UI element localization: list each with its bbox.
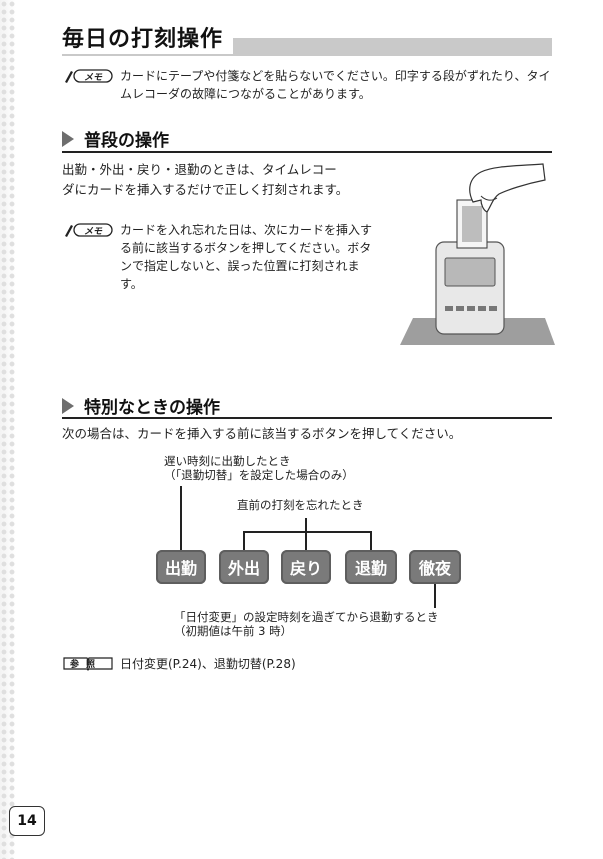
callout-forgot-punch: 直前の打刻を忘れたとき [237,498,364,512]
button-diagram: 遅い時刻に出勤したとき （「退勤切替」を設定した場合のみ） 直前の打刻を忘れたと… [150,448,480,648]
callout-late-arrival: 遅い時刻に出勤したとき （「退勤切替」を設定した場合のみ） [164,454,354,482]
section-normal-rule [62,151,552,153]
side-decoration [0,0,16,859]
triangle-bullet-icon [62,130,74,147]
reference-note: 日付変更(P.24)、退勤切替(P.28) [62,655,296,672]
button-return: 戻り [281,550,331,584]
memo-icon: メモ [65,69,113,83]
time-recorder-illustration [400,163,555,345]
connector-line [434,584,436,608]
section-normal-heading: 普段の操作 [62,126,169,151]
connector-line [370,531,372,550]
callout-overnight: 「日付変更」の設定時刻を過ぎてから退勤するとき （初期値は午前 3 時） [174,610,439,638]
page-title: 毎日の打刻操作 [62,26,234,54]
memo-icon: メモ [65,223,113,237]
memo-top-text: カードにテープや付箋などを貼らないでください。印字する段がずれたり、タイムレコー… [120,69,551,101]
section-special-intro: 次の場合は、カードを挿入する前に該当するボタンを押してください。 [62,426,462,441]
svg-text:メモ: メモ [84,72,103,83]
connector-line [180,486,182,550]
reference-text: 日付変更(P.24)、退勤切替(P.28) [120,657,296,671]
button-overnight: 徹夜 [409,550,461,584]
memo-forgot-text: カードを入れ忘れた日は、次にカードを挿入する前に該当するボタンを押してください。… [120,223,373,291]
svg-text:メモ: メモ [84,226,103,237]
button-go-out: 外出 [219,550,269,584]
memo-forgot: メモ カードを入れ忘れた日は、次にカードを挿入する前に該当するボタンを押してくだ… [62,221,382,293]
button-clock-out: 退勤 [345,550,397,584]
section-special-heading: 特別なときの操作 [62,393,220,418]
memo-top: メモ カードにテープや付箋などを貼らないでください。印字する段がずれたり、タイム… [62,67,562,103]
connector-line [305,518,307,550]
button-clock-in: 出勤 [156,550,206,584]
section-special-rule [62,417,552,419]
book-reference-icon [63,657,113,671]
triangle-bullet-icon [62,397,74,414]
section-normal-intro: 出勤・外出・戻り・退勤のときは、タイムレコー ダにカードを挿入するだけで正しく打… [62,162,349,197]
connector-line [243,531,245,550]
page-number: 14 [9,806,45,836]
connector-line [243,531,372,533]
reference-badge-label: 参照 [70,660,103,670]
